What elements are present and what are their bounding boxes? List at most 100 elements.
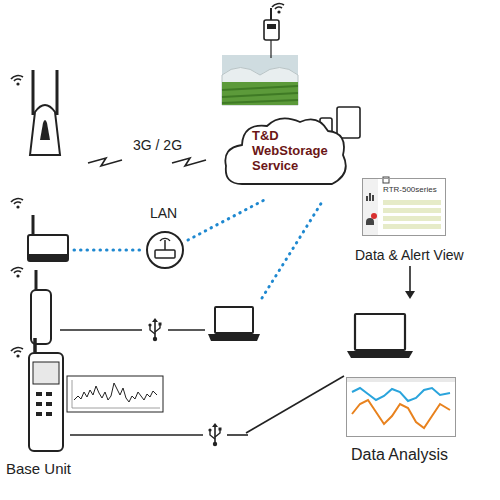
- data-view-window-part: [362, 178, 446, 236]
- lan-link-part: [188, 198, 268, 240]
- handheld-base-unit-part: [36, 402, 42, 406]
- sensor-logger: [264, 4, 284, 58]
- handheld-base-unit-part: [11, 348, 23, 358]
- lan-router-part: [147, 232, 183, 268]
- sensor-logger-part: [267, 24, 276, 29]
- base-unit-screen-chart-part: [74, 383, 157, 402]
- usb-base-unit-part: [35, 270, 38, 292]
- data-view-window-part: [383, 200, 441, 205]
- cloud-outline-path: [225, 118, 345, 184]
- greenhouse-photo-part: [222, 86, 298, 103]
- flow-arrow-part: [405, 291, 415, 299]
- cellular-gateway-part: [11, 76, 23, 86]
- handheld-base-unit-part: [46, 412, 52, 416]
- lan-router-part: [164, 240, 166, 250]
- analysis-laptop-part: [355, 314, 405, 350]
- lan-base-unit-part: [28, 235, 68, 261]
- data-view-window-part: [366, 196, 368, 201]
- mobile-devices-part: [337, 107, 360, 138]
- wireless-link-part: [172, 158, 206, 166]
- base-unit-screen-chart: [67, 376, 163, 412]
- cellular-gateway: [11, 70, 60, 155]
- laptop-part: [215, 307, 253, 333]
- analysis-chart-part: [352, 388, 450, 401]
- laptop-part: [208, 334, 260, 341]
- cellular-gateway-part: [30, 105, 60, 155]
- cellular-gateway-part: [56, 70, 59, 115]
- analysis-laptop: [347, 314, 413, 358]
- lan-base-unit-part: [32, 215, 35, 236]
- base-unit-screen-chart-part: [72, 380, 73, 408]
- analysis-chart-part: [346, 377, 456, 437]
- laptop: [208, 307, 260, 341]
- analysis-chart-part: [352, 400, 450, 428]
- analysis-link-part: [208, 423, 221, 446]
- greenhouse-photo-part: [222, 82, 298, 105]
- cloud-link-part: [262, 202, 322, 298]
- data-view-window-part: [369, 193, 371, 201]
- data-view-window-part: [383, 224, 441, 229]
- data-view-window-part: [366, 218, 374, 225]
- handheld-base-unit: [11, 338, 64, 452]
- node-caption: Base Unit: [6, 460, 71, 477]
- sensor-logger-part: [270, 8, 272, 20]
- analysis-chart-frame: Data Analysis: [346, 377, 456, 437]
- usb-link-part: [148, 318, 161, 341]
- flow-arrow-part: [409, 266, 411, 293]
- lan-base-unit-part: [11, 199, 23, 209]
- handheld-base-unit-part: [46, 402, 52, 406]
- handheld-base-unit-part: [28, 352, 64, 452]
- handheld-base-unit-part: [36, 392, 42, 396]
- wireless-link: [88, 158, 206, 166]
- lan-base-unit-part: [28, 254, 68, 261]
- lan-base-unit: [11, 199, 68, 261]
- lan-router-part: [160, 238, 170, 241]
- handheld-base-unit-part: [46, 392, 52, 396]
- base-unit-screen-chart-part: [67, 376, 163, 412]
- handheld-base-unit-part: [36, 412, 42, 416]
- node-caption: Data Analysis: [351, 446, 448, 464]
- cellular-gateway-part: [40, 120, 50, 140]
- analysis-link-part: [70, 434, 203, 436]
- usb-base-unit-part: [11, 268, 23, 278]
- analysis-laptop-part: [347, 351, 413, 358]
- greenhouse-photo-part: [222, 55, 298, 105]
- lan-router: [147, 232, 183, 268]
- cellular-gateway-part: [32, 70, 35, 115]
- data-view-window-part: [383, 208, 441, 213]
- analysis-link-part: [227, 434, 248, 436]
- base-unit-screen-chart-part: [72, 408, 160, 409]
- greenhouse-photo-part: [222, 68, 298, 106]
- node-caption: Data & Alert View: [355, 247, 464, 263]
- sensor-logger-part: [272, 4, 284, 14]
- lan-router-part: [155, 250, 175, 258]
- analysis-chart: [346, 377, 456, 437]
- usb-link-part: [60, 329, 142, 331]
- handheld-base-unit-part: [33, 362, 59, 384]
- data-view-window: [362, 177, 446, 236]
- analysis-link-part: [246, 376, 344, 433]
- data-view-window-part: [371, 213, 377, 219]
- greenhouse-photo: [222, 55, 298, 105]
- data-view-window-part: [362, 178, 378, 236]
- cloud-service: T&D WebStorage Service: [222, 112, 352, 190]
- wireless-link-part: [88, 158, 122, 166]
- usb-link: [60, 318, 205, 341]
- sensor-logger-part: [270, 40, 271, 58]
- usb-link-part: [168, 329, 205, 331]
- link-label: LAN: [150, 205, 177, 221]
- service-name: T&D WebStorage Service: [252, 128, 334, 173]
- lan-link-part: [74, 249, 142, 252]
- data-view-window-part: [383, 216, 441, 221]
- data-view-window-part: [372, 195, 374, 201]
- flow-arrow: [405, 266, 415, 299]
- window-title: RTR-500series: [383, 185, 437, 194]
- data-view-window: RTR-500seriesData & Alert View: [362, 178, 446, 236]
- usb-base-unit: [11, 268, 51, 344]
- base-unit-device: Base Unit: [28, 352, 64, 452]
- sensor-logger-part: [264, 20, 279, 40]
- usb-base-unit-part: [31, 290, 51, 344]
- cloud-link: [262, 202, 322, 298]
- link-label: 3G / 2G: [133, 137, 182, 153]
